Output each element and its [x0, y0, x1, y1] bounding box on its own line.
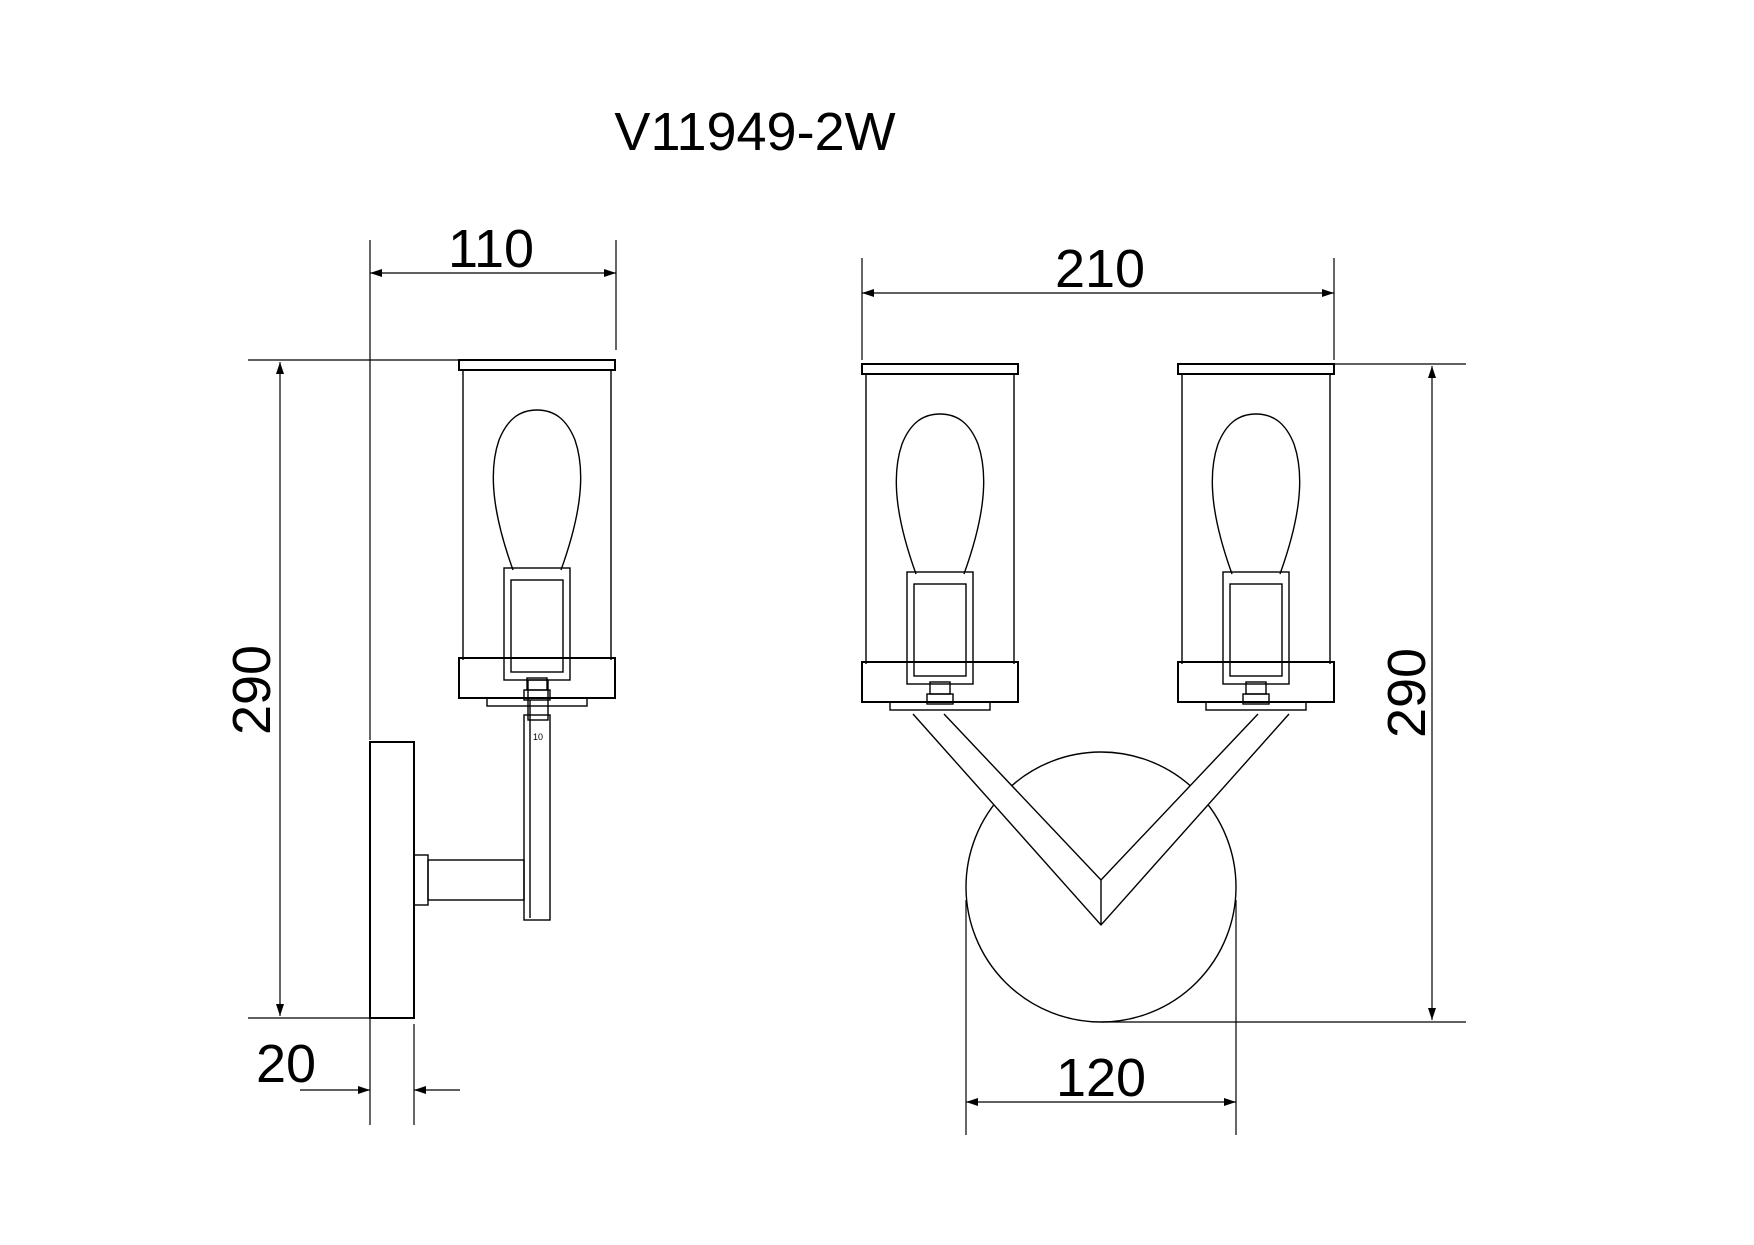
side-view: 110 290 20 10: [222, 219, 617, 1125]
side-height-label: 290: [222, 645, 282, 735]
front-height-label: 290: [1377, 648, 1437, 738]
side-depth-label: 20: [256, 1034, 316, 1094]
side-width-label: 110: [448, 219, 534, 279]
front-view: 210 290 120: [861, 239, 1466, 1135]
model-title: V11949-2W: [614, 102, 895, 162]
front-width-label: 210: [1055, 239, 1145, 299]
bracket-mark: 10: [533, 732, 543, 742]
front-diameter-label: 120: [1056, 1048, 1146, 1108]
